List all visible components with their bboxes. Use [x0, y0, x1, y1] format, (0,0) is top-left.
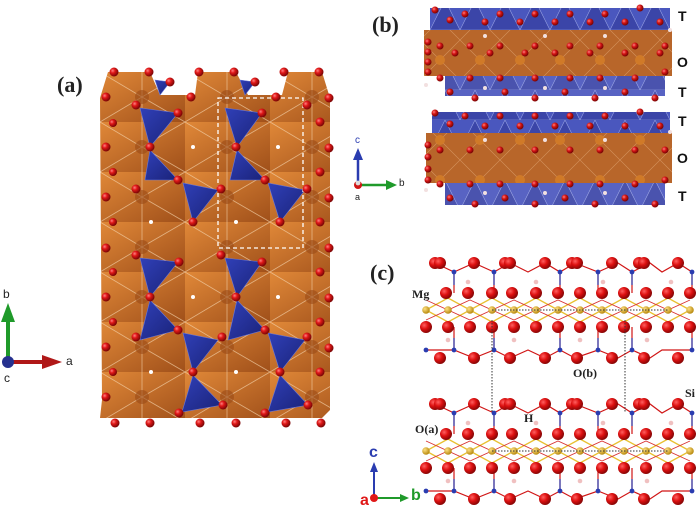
- panel-c-structure: [419, 256, 697, 506]
- axis-label-a: a: [66, 354, 73, 368]
- layer-label-t4: T: [678, 188, 687, 204]
- axis-label-b: b: [399, 178, 405, 189]
- axis-label-c: c: [369, 444, 378, 461]
- axis-label-b: b: [3, 287, 10, 301]
- axis-label-c: c: [355, 135, 360, 146]
- axis-label-a: a: [355, 192, 361, 202]
- panel-c-label: (c): [370, 260, 395, 285]
- axis-label-c: c: [4, 371, 10, 385]
- layer-label-t3: T: [678, 113, 687, 129]
- axis-label-a: a: [360, 492, 369, 509]
- panel-c: (c): [360, 230, 700, 509]
- panel-b-structure: [424, 4, 672, 208]
- layer-label-o2: O: [677, 150, 688, 166]
- atom-label-h: H: [524, 411, 534, 425]
- panel-c-axis-indicator: [370, 462, 409, 502]
- axis-label-b: b: [411, 487, 421, 504]
- atom-label-si: Si: [685, 386, 696, 400]
- layer-label-o1: O: [677, 54, 688, 70]
- panel-a-structure: [100, 67, 334, 428]
- layer-label-t2: T: [678, 84, 687, 100]
- atom-label-mg: Mg: [412, 287, 430, 301]
- panel-a-label: (a): [57, 72, 83, 97]
- atom-label-ob: O(b): [573, 366, 597, 380]
- panel-b: (b): [340, 0, 700, 230]
- panel-b-label: (b): [372, 12, 399, 37]
- layer-label-t1: T: [678, 8, 687, 24]
- panel-b-axis-indicator: [353, 148, 397, 190]
- panel-a-axis-indicator: [1, 303, 62, 369]
- panel-a: (a): [0, 0, 345, 508]
- atom-label-oa: O(a): [415, 422, 439, 436]
